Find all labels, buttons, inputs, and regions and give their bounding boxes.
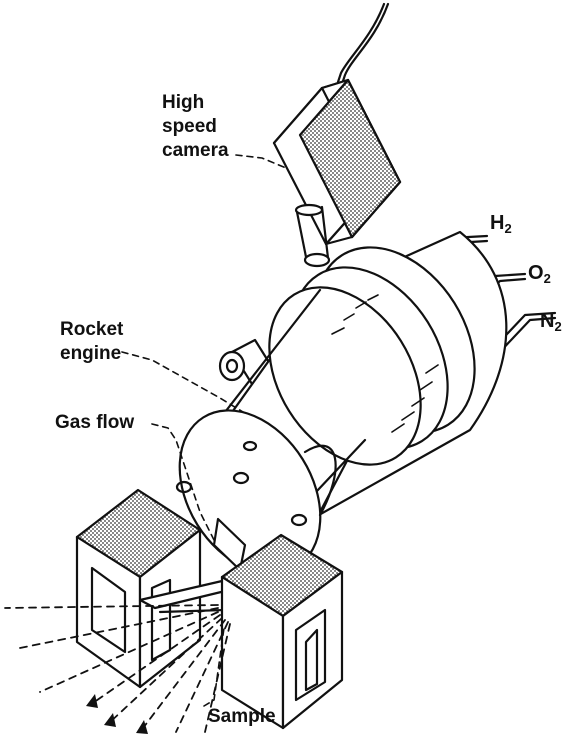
high-speed-camera bbox=[272, 78, 402, 268]
rocket-engine bbox=[175, 230, 508, 575]
h2-label: H2 bbox=[490, 212, 512, 236]
right-magnet-block bbox=[220, 533, 344, 730]
n2-label: N2 bbox=[540, 310, 562, 334]
engine-label-line-1: Rocket bbox=[60, 319, 124, 340]
camera-label-line-1: High bbox=[162, 92, 205, 113]
sample-label: Sample bbox=[208, 706, 276, 727]
camera-label-line-3: camera bbox=[162, 140, 229, 161]
engine-label-line-2: engine bbox=[60, 343, 122, 364]
camera-cable bbox=[338, 2, 390, 92]
gas-flow-label: Gas flow bbox=[55, 412, 135, 433]
left-magnet-block bbox=[75, 488, 202, 689]
camera-cable-2 bbox=[334, 2, 386, 90]
o2-label: O2 bbox=[528, 262, 551, 286]
emission-rays bbox=[4, 604, 231, 733]
camera-label-line-2: speed bbox=[162, 116, 217, 137]
leader-lines bbox=[121, 154, 287, 707]
